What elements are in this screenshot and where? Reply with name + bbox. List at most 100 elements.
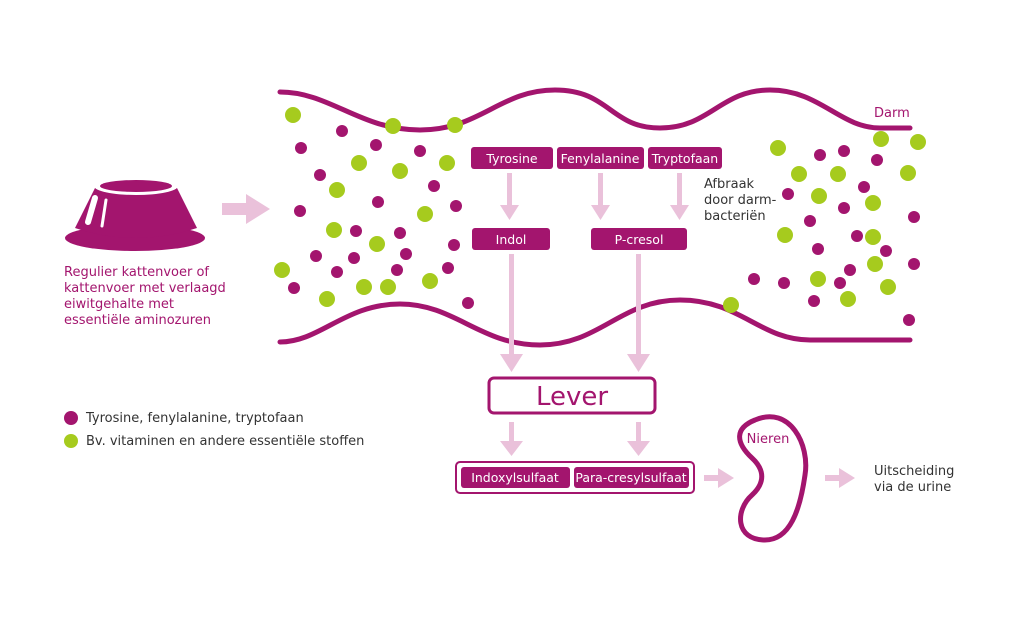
purple-dot: [294, 205, 306, 217]
liver-to-toxin-arrows: [500, 422, 650, 456]
purple-dot: [838, 145, 850, 157]
tyrosine-label: Tyrosine: [485, 151, 538, 166]
purple-dot: [372, 196, 384, 208]
liver-box: Lever: [487, 376, 657, 415]
green-dot: [329, 182, 345, 198]
breakdown-note: Afbraak door darm- bacteriën: [704, 177, 780, 224]
green-dot: [791, 166, 807, 182]
green-dot: [319, 291, 335, 307]
liver-label: Lever: [536, 382, 608, 412]
tyrosine-box: [471, 147, 553, 169]
purple-dot: [462, 297, 474, 309]
nutrient-dots-left: [274, 107, 474, 309]
purple-dot: [394, 227, 406, 239]
indoxylsulfaat-box: [461, 467, 570, 488]
fenylalanine-label: Fenylalanine: [561, 151, 640, 166]
purple-dot: [804, 215, 816, 227]
purple-dot: [400, 248, 412, 260]
purple-dot: [908, 258, 920, 270]
purple-dot: [310, 250, 322, 262]
legend: Tyrosine, fenylalanine, tryptofaan Bv. v…: [64, 411, 364, 449]
purple-dot: [808, 295, 820, 307]
p-cresol-box: [591, 228, 687, 250]
green-dot: [873, 131, 889, 147]
purple-dot: [331, 266, 343, 278]
toxin-to-kidney-arrow: [704, 468, 734, 488]
purple-dot: [336, 125, 348, 137]
purple-dot: [814, 149, 826, 161]
green-dot: [865, 229, 881, 245]
green-dot: [830, 166, 846, 182]
intestine-bottom-wall: [277, 297, 913, 348]
indol-label: Indol: [496, 232, 527, 247]
green-dot: [447, 117, 463, 133]
purple-dot: [450, 200, 462, 212]
green-dot: [356, 279, 372, 295]
cat-food-bowl-icon: [65, 177, 205, 251]
purple-dot: [314, 169, 326, 181]
purple-dot: [908, 211, 920, 223]
food-caption: Regulier kattenvoer of kattenvoer met ve…: [64, 265, 230, 328]
green-dot: [865, 195, 881, 211]
fenylalanine-box: [557, 147, 644, 169]
tryptofaan-box: [648, 147, 722, 169]
metabolite-boxes: Indol P-cresol: [472, 228, 687, 250]
breakdown-arrows: [500, 173, 689, 220]
green-dot: [810, 271, 826, 287]
excretion-text: Uitscheiding via de urine: [874, 464, 959, 495]
legend-green-label: Bv. vitaminen en andere essentiële stoff…: [86, 434, 364, 449]
purple-dot: [348, 252, 360, 264]
legend-purple-label: Tyrosine, fenylalanine, tryptofaan: [85, 411, 304, 426]
purple-dot: [442, 262, 454, 274]
intestine-label: Darm: [874, 106, 910, 121]
purple-dot: [834, 277, 846, 289]
purple-dot: [448, 239, 460, 251]
purple-dot: [428, 180, 440, 192]
green-dot: [380, 279, 396, 295]
purple-dot: [844, 264, 856, 276]
legend-purple-dot: [64, 411, 78, 425]
green-dot: [285, 107, 301, 123]
purple-dot: [288, 282, 300, 294]
purple-dot: [295, 142, 307, 154]
purple-dot: [838, 202, 850, 214]
para-cresylsulfaat-label: Para-cresylsulfaat: [575, 470, 686, 485]
indoxylsulfaat-label: Indoxylsulfaat: [471, 470, 559, 485]
green-dot: [910, 134, 926, 150]
tryptofaan-label: Tryptofaan: [651, 151, 718, 166]
green-dot: [770, 140, 786, 156]
purple-dot: [858, 181, 870, 193]
green-dot: [385, 118, 401, 134]
purple-dot: [782, 188, 794, 200]
intestine-top-wall: [277, 87, 913, 133]
green-dot: [392, 163, 408, 179]
green-dot: [274, 262, 290, 278]
indol-box: [472, 228, 550, 250]
green-dot: [867, 256, 883, 272]
green-dot: [777, 227, 793, 243]
nutrient-dots-right: [723, 131, 926, 326]
kidney-to-excretion-arrow: [825, 468, 855, 488]
amino-acid-boxes: Tyrosine Fenylalanine Tryptofaan: [471, 147, 722, 169]
purple-dot: [903, 314, 915, 326]
green-dot: [326, 222, 342, 238]
p-cresol-label: P-cresol: [615, 232, 664, 247]
green-dot: [369, 236, 385, 252]
purple-dot: [880, 245, 892, 257]
green-dot: [439, 155, 455, 171]
toxin-boxes: Indoxylsulfaat Para-cresylsulfaat: [455, 461, 695, 494]
purple-dot: [350, 225, 362, 237]
legend-green-dot: [64, 434, 78, 448]
green-dot: [417, 206, 433, 222]
green-dot: [880, 279, 896, 295]
purple-dot: [748, 273, 760, 285]
para-cresylsulfaat-box: [574, 467, 689, 488]
kidney-icon: Nieren: [737, 414, 809, 543]
green-dot: [900, 165, 916, 181]
purple-dot: [778, 277, 790, 289]
green-dot: [422, 273, 438, 289]
purple-dot: [391, 264, 403, 276]
purple-dot: [871, 154, 883, 166]
green-dot: [351, 155, 367, 171]
